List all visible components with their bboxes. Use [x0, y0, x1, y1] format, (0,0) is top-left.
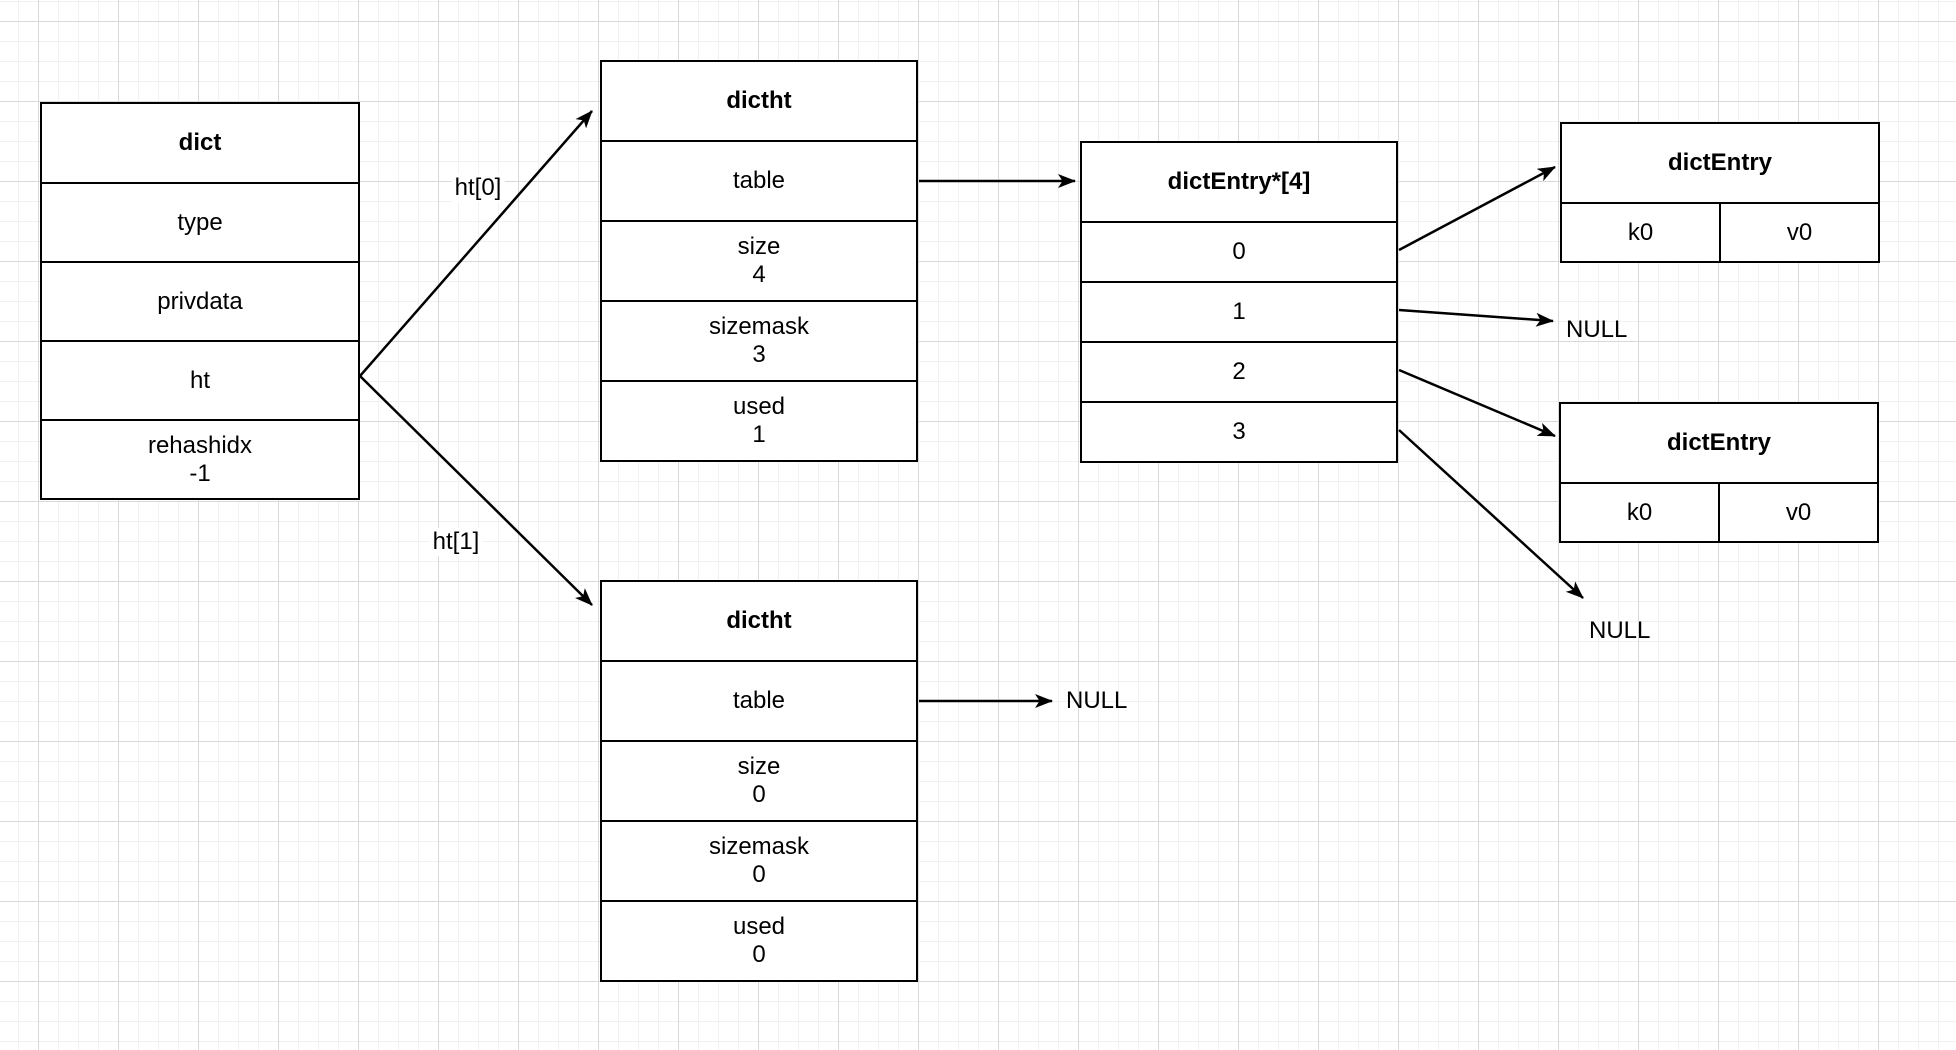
- bucket-index: 3: [1232, 418, 1246, 445]
- edge-bucket2-to-entry-arrow[interactable]: [1398, 368, 1556, 438]
- field-label: table: [732, 687, 786, 714]
- bucket-row-3: 3: [1082, 401, 1396, 461]
- dict-row-type: type: [42, 182, 358, 261]
- null-text-bucket3[interactable]: NULL: [1589, 617, 1651, 644]
- null-text-bucket1[interactable]: NULL: [1566, 316, 1628, 343]
- field-label: privdata: [157, 287, 243, 315]
- dictentry2-node[interactable]: dictEntry k0 v0: [1559, 402, 1879, 543]
- dict-node[interactable]: dict type privdata ht rehashidx -1: [40, 102, 360, 500]
- dictentry2-cells: k0 v0: [1561, 482, 1877, 541]
- dictht0-row-used: used 1: [602, 380, 916, 460]
- field-value: 1: [752, 421, 766, 448]
- edge-bucket3-to-null-arrow[interactable]: [1398, 429, 1584, 599]
- bucket-array-node[interactable]: dictEntry*[4] 0 1 2 3: [1080, 141, 1398, 463]
- field-label: used: [732, 913, 786, 940]
- dictht1-row-sizemask: sizemask 0: [602, 820, 916, 900]
- edge-bucket1-to-null-arrow[interactable]: [1398, 308, 1554, 327]
- dictentry2-node-title: dictEntry: [1666, 429, 1771, 456]
- bucket-index: 0: [1232, 238, 1246, 265]
- entry-value-cell: v0: [1718, 484, 1877, 541]
- bucket-row-1: 1: [1082, 281, 1396, 341]
- dictht0-row-size: size 4: [602, 220, 916, 300]
- field-label: sizemask: [708, 313, 810, 340]
- field-value: -1: [189, 459, 211, 487]
- dictht1-row-size: size 0: [602, 740, 916, 820]
- field-value: 0: [752, 781, 766, 808]
- field-value: 0: [752, 941, 766, 968]
- field-label: size: [737, 753, 781, 780]
- field-label: used: [732, 393, 786, 420]
- field-label: rehashidx: [147, 431, 253, 459]
- dictht0-node[interactable]: dictht table size 4 sizemask 3 used 1: [600, 60, 918, 462]
- dictht1-node[interactable]: dictht table size 0 sizemask 0 used 0: [600, 580, 918, 982]
- entry-value-cell: v0: [1719, 204, 1878, 261]
- dictentry0-node-title: dictEntry: [1667, 149, 1772, 176]
- null-text-table1[interactable]: NULL: [1066, 687, 1128, 714]
- edge-ht1-arrow[interactable]: [359, 375, 593, 606]
- field-label: table: [732, 167, 786, 194]
- dict-node-title: dict: [178, 129, 222, 156]
- entry-key-cell: k0: [1627, 218, 1654, 246]
- dictht0-node-title: dictht: [726, 87, 792, 114]
- edge-label-ht1[interactable]: ht[1]: [429, 528, 483, 556]
- dictht1-row-used: used 0: [602, 900, 916, 980]
- field-label: size: [737, 233, 781, 260]
- bucket-index: 1: [1232, 298, 1246, 325]
- edge-label-ht0[interactable]: ht[0]: [451, 174, 505, 202]
- field-label: ht: [189, 366, 210, 394]
- bucket-array-node-title: dictEntry*[4]: [1167, 168, 1311, 195]
- field-value: 3: [752, 341, 766, 368]
- dictht0-row-table: table: [602, 140, 916, 220]
- dictentry0-cells: k0 v0: [1562, 202, 1878, 261]
- entry-key-cell: k0: [1626, 498, 1653, 526]
- bucket-index: 2: [1232, 358, 1246, 385]
- dict-row-privdata: privdata: [42, 261, 358, 340]
- dict-row-rehashidx: rehashidx -1: [42, 419, 358, 498]
- dict-row-ht: ht: [42, 340, 358, 419]
- dictht1-node-title: dictht: [726, 607, 792, 634]
- dictht1-row-table: table: [602, 660, 916, 740]
- edge-bucket0-to-entry-arrow[interactable]: [1398, 165, 1556, 252]
- field-label: type: [177, 208, 223, 236]
- field-value: 0: [752, 861, 766, 888]
- dictentry0-node[interactable]: dictEntry k0 v0: [1560, 122, 1880, 263]
- dictht0-row-sizemask: sizemask 3: [602, 300, 916, 380]
- edge-ht0-arrow[interactable]: [359, 110, 593, 377]
- bucket-row-0: 0: [1082, 221, 1396, 281]
- field-value: 4: [752, 261, 766, 288]
- field-label: sizemask: [708, 833, 810, 860]
- bucket-row-2: 2: [1082, 341, 1396, 401]
